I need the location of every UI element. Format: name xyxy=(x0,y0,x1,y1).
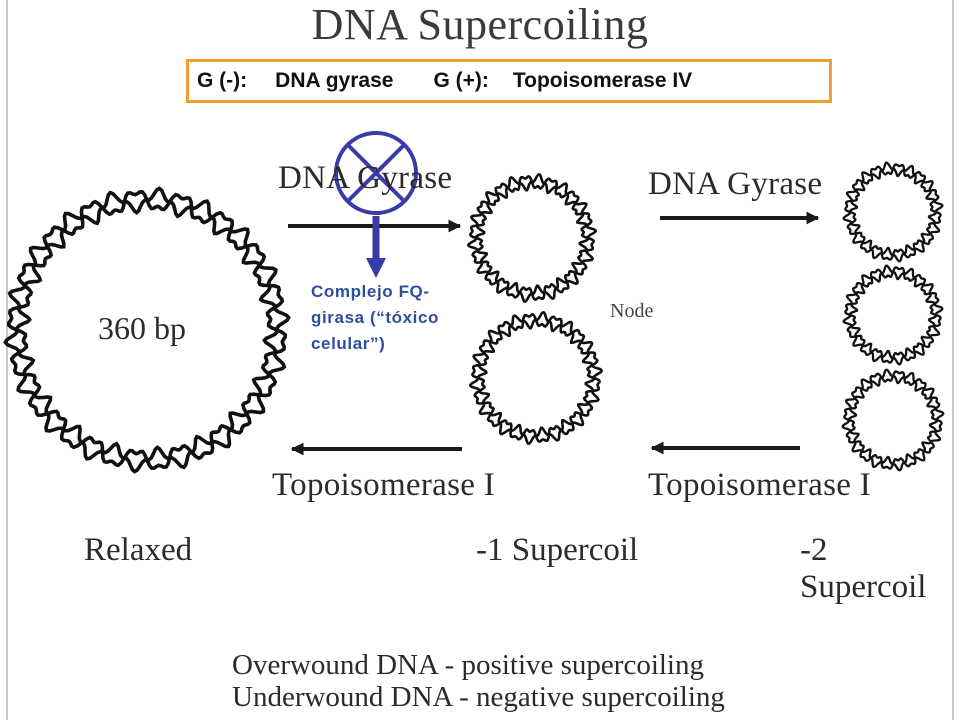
circle-size-label: 360 bp xyxy=(98,310,186,346)
stage-minus1: -1 Supercoil xyxy=(476,532,639,568)
node-label: Node xyxy=(610,300,654,322)
footer-overwound: Overwound DNA - positive supercoiling xyxy=(232,649,704,681)
fq-gyrase-annotation: Complejo FQ- girasa (“tóxico celular”) xyxy=(311,279,491,357)
gneg-label: G (-): xyxy=(197,69,248,92)
footer-underwound: Underwound DNA - negative supercoiling xyxy=(232,681,725,713)
relaxed-dna-circle xyxy=(3,186,291,474)
topo-label-1: Topoisomerase I xyxy=(272,467,496,503)
gyrase-label-2: DNA Gyrase xyxy=(648,166,823,202)
stage-relaxed: Relaxed xyxy=(84,532,193,568)
x-circle-icon xyxy=(334,131,418,215)
annotation-line-3: celular”) xyxy=(311,334,386,353)
arrow-down-icon xyxy=(366,216,386,278)
topo-label-2: Topoisomerase I xyxy=(648,467,872,503)
gpos-label: G (+): xyxy=(433,69,489,92)
slide-frame xyxy=(6,0,954,720)
stage-minus2: -2 Supercoil xyxy=(800,532,927,605)
enzyme-legend-box: G (-): DNA gyrase G (+): Topoisomerase I… xyxy=(186,59,832,103)
page-title: DNA Supercoiling xyxy=(311,0,649,49)
gneg-enzyme: DNA gyrase xyxy=(275,69,394,92)
minus2-supercoil-dna xyxy=(841,161,945,472)
annotation-line-1: Complejo FQ- xyxy=(311,282,430,301)
gyrase-label-1: DNA Gyrase xyxy=(278,160,453,196)
gpos-enzyme: Topoisomerase IV xyxy=(512,69,693,92)
annotation-line-2: girasa (“tóxico xyxy=(311,308,440,327)
minus1-supercoil-dna xyxy=(466,172,603,445)
